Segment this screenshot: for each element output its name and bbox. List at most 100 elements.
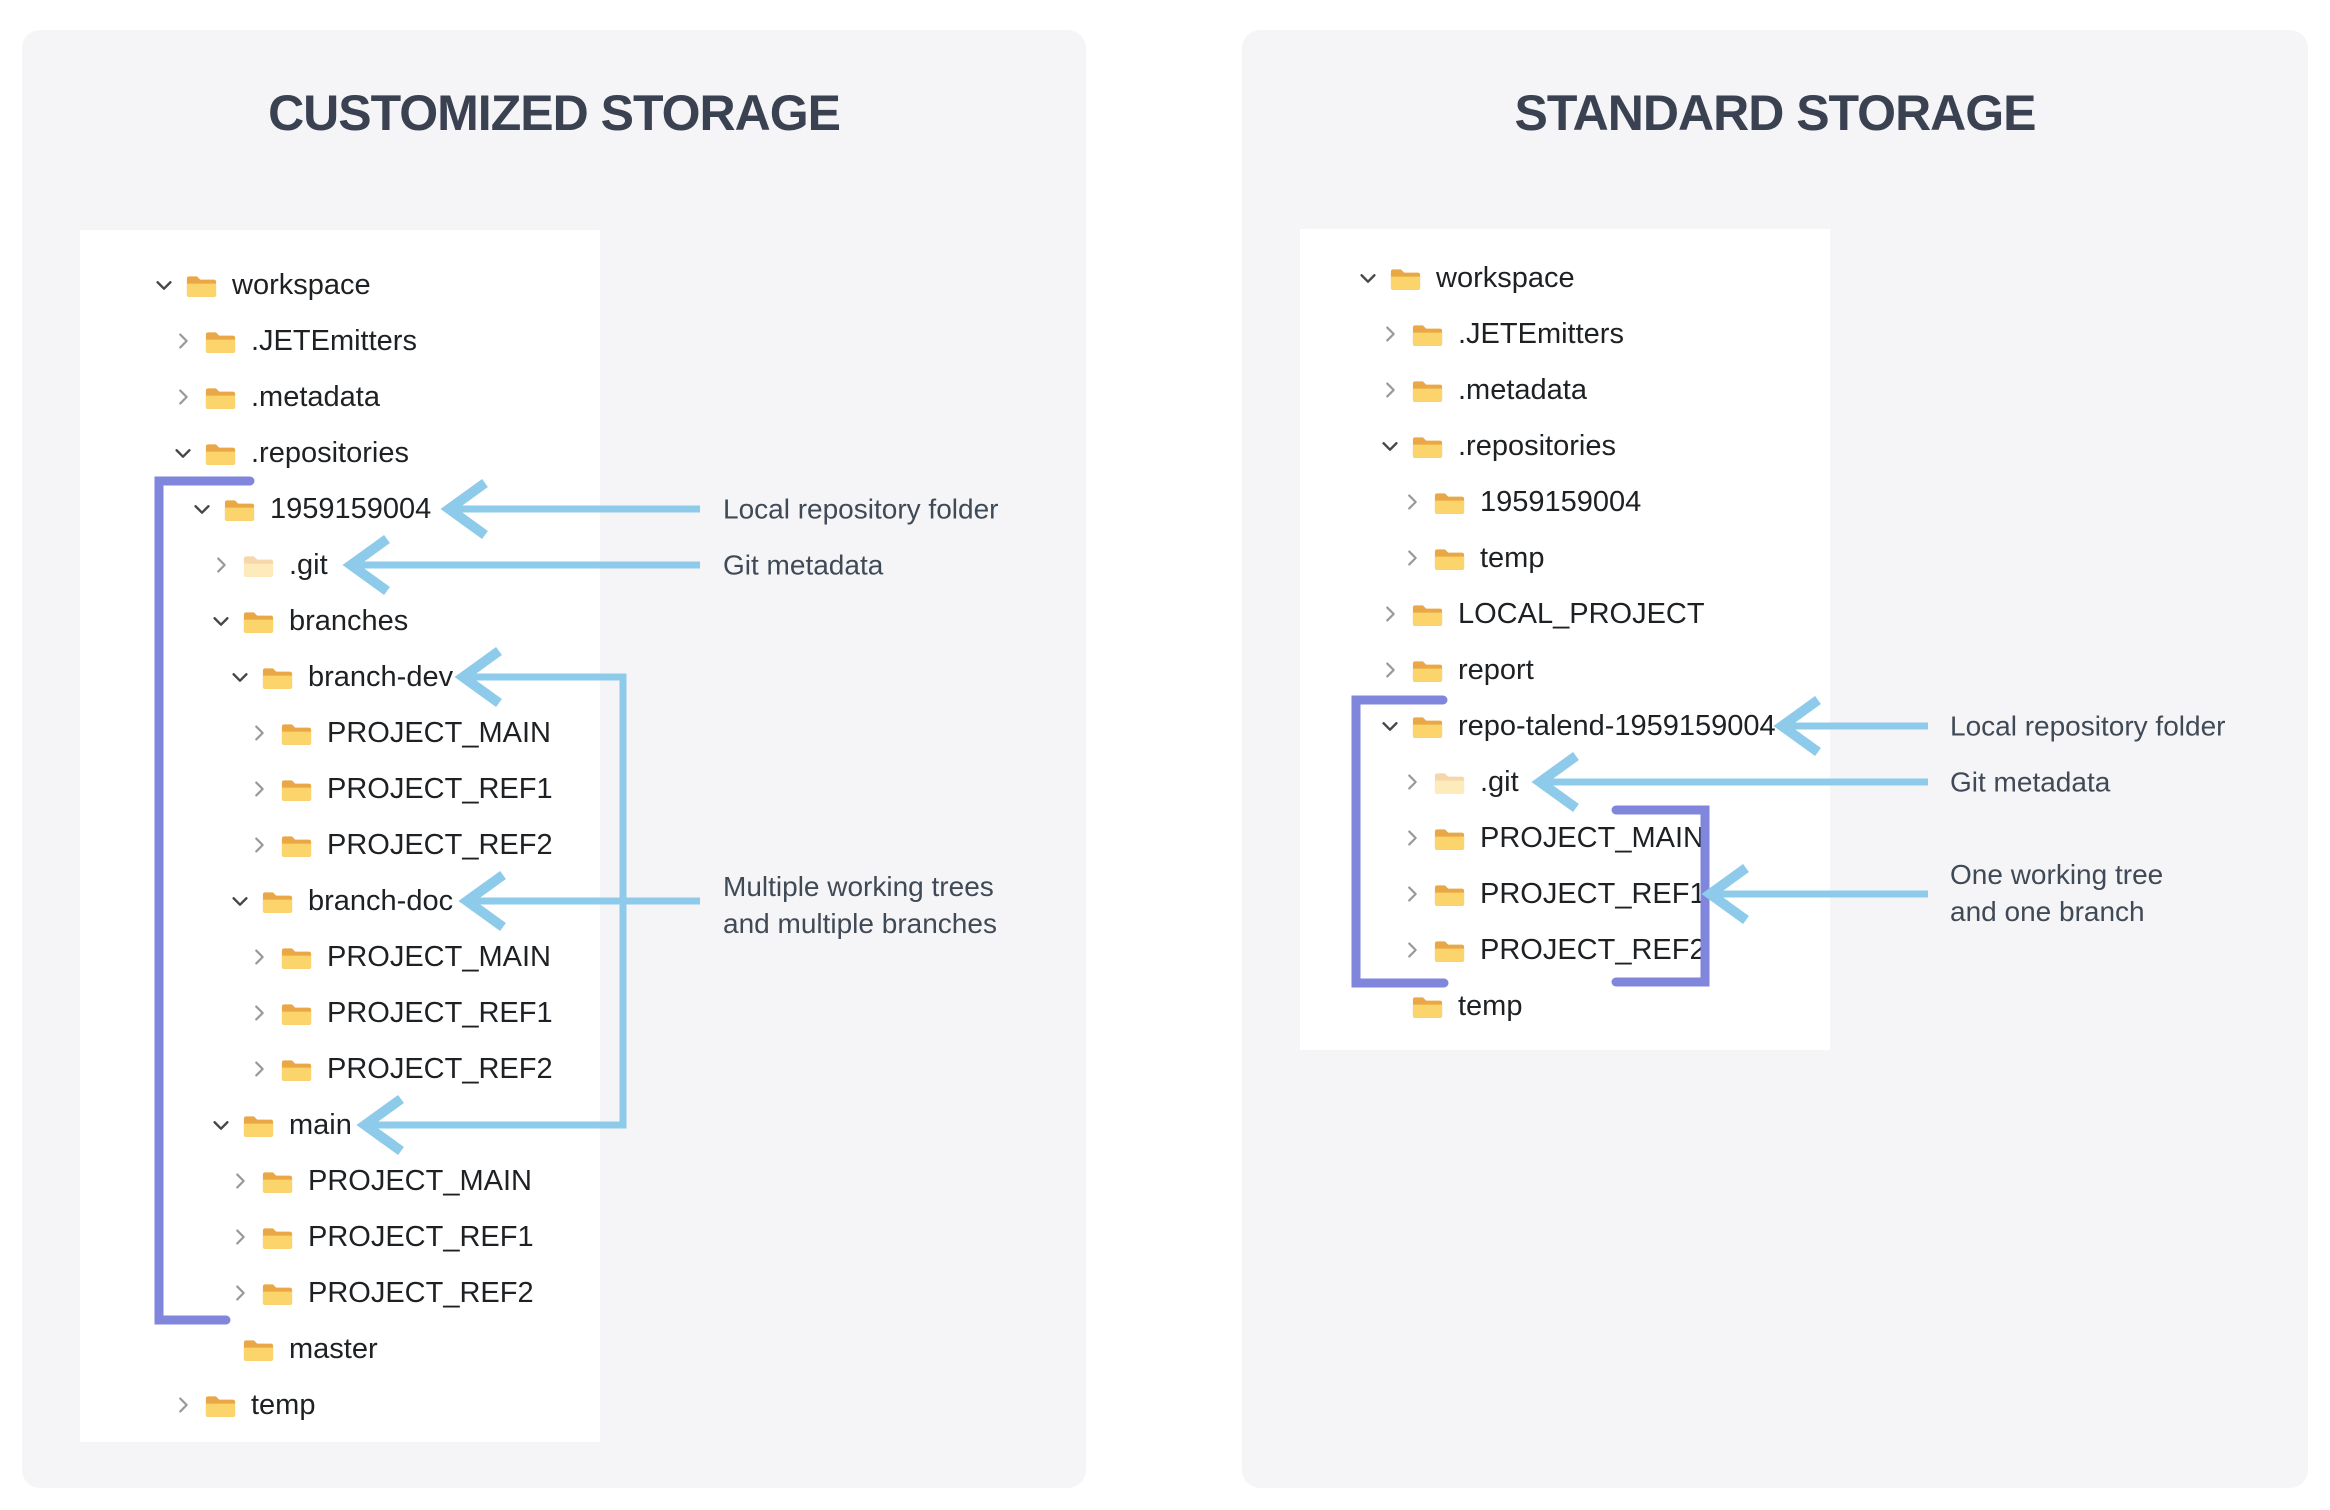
tree-row--repositories[interactable]: .repositories [80, 425, 600, 481]
chevron-right-icon[interactable] [1378, 602, 1402, 626]
tree-row--git[interactable]: .git [80, 537, 600, 593]
chevron-down-icon[interactable] [209, 609, 233, 633]
tree-row-project-main[interactable]: PROJECT_MAIN [80, 705, 600, 761]
chevron-right-icon[interactable] [1378, 658, 1402, 682]
chevron-down-icon[interactable] [228, 665, 252, 689]
tree-row-project-ref1[interactable]: PROJECT_REF1 [80, 761, 600, 817]
chevron-right-icon[interactable] [247, 721, 271, 745]
tree-row--repositories[interactable]: .repositories [1300, 418, 1830, 474]
tree-row-project-ref2[interactable]: PROJECT_REF2 [80, 1041, 600, 1097]
tree-row-label: PROJECT_REF2 [308, 1276, 534, 1309]
tree-row-label: workspace [1436, 261, 1575, 294]
tree-row--metadata[interactable]: .metadata [1300, 362, 1830, 418]
chevron-right-icon[interactable] [1400, 546, 1424, 570]
chevron-right-icon[interactable] [1400, 490, 1424, 514]
tree-row-temp[interactable]: temp [80, 1377, 600, 1433]
tree-row-label: PROJECT_MAIN [1480, 821, 1704, 854]
folder-icon [281, 1000, 312, 1027]
tree-row-branch-dev[interactable]: branch-dev [80, 649, 600, 705]
chevron-right-icon[interactable] [228, 1281, 252, 1305]
tree-row-1959159004[interactable]: 1959159004 [80, 481, 600, 537]
tree-row-label: PROJECT_REF2 [327, 1052, 553, 1085]
folder-icon [205, 440, 236, 467]
chevron-right-icon[interactable] [1378, 378, 1402, 402]
tree-row-project-ref2[interactable]: PROJECT_REF2 [1300, 922, 1830, 978]
folder-icon [281, 944, 312, 971]
chevron-down-icon[interactable] [190, 497, 214, 521]
folder-icon [281, 720, 312, 747]
annotation-git-metadata-left: Git metadata [723, 549, 884, 581]
tree-row-repo-talend-1959159004[interactable]: repo-talend-1959159004 [1300, 698, 1830, 754]
chevron-right-icon[interactable] [1378, 322, 1402, 346]
tree-row-temp[interactable]: temp [1300, 978, 1830, 1034]
tree-row-project-ref1[interactable]: PROJECT_REF1 [80, 985, 600, 1041]
chevron-right-icon[interactable] [247, 777, 271, 801]
tree-row--jetemitters[interactable]: .JETEmitters [1300, 306, 1830, 362]
tree-row-local-project[interactable]: LOCAL_PROJECT [1300, 586, 1830, 642]
chevron-right-icon[interactable] [1400, 882, 1424, 906]
tree-row--jetemitters[interactable]: .JETEmitters [80, 313, 600, 369]
folder-icon [281, 832, 312, 859]
tree-row-main[interactable]: main [80, 1097, 600, 1153]
folder-icon [1412, 377, 1443, 404]
file-tree-standard: workspace .JETEmitters .metadata .repositor… [1300, 229, 1830, 1050]
tree-row-project-main[interactable]: PROJECT_MAIN [80, 1153, 600, 1209]
tree-row-project-ref1[interactable]: PROJECT_REF1 [80, 1209, 600, 1265]
chevron-right-icon[interactable] [247, 1057, 271, 1081]
chevron-right-icon[interactable] [1400, 826, 1424, 850]
folder-icon [1434, 769, 1465, 796]
customized-storage-title: CUSTOMIZED STORAGE [268, 85, 841, 141]
tree-row-branch-doc[interactable]: branch-doc [80, 873, 600, 929]
folder-icon [1434, 489, 1465, 516]
chevron-down-icon[interactable] [228, 889, 252, 913]
folder-icon [1390, 265, 1421, 292]
chevron-down-icon[interactable] [1356, 266, 1380, 290]
folder-icon [1412, 993, 1443, 1020]
chevron-right-icon[interactable] [247, 1001, 271, 1025]
chevron-right-icon[interactable] [171, 385, 195, 409]
chevron-down-icon[interactable] [152, 273, 176, 297]
chevron-down-icon[interactable] [1378, 714, 1402, 738]
chevron-right-icon[interactable] [1400, 938, 1424, 962]
chevron-down-icon[interactable] [1378, 434, 1402, 458]
tree-row-project-ref1[interactable]: PROJECT_REF1 [1300, 866, 1830, 922]
tree-row-branches[interactable]: branches [80, 593, 600, 649]
annotation-line: Multiple working trees [723, 871, 994, 902]
annotation-git-metadata-right: Git metadata [1950, 766, 2111, 798]
chevron-spacer [209, 1337, 233, 1361]
tree-row-label: .repositories [1458, 429, 1616, 462]
tree-row-1959159004[interactable]: 1959159004 [1300, 474, 1830, 530]
tree-row-report[interactable]: report [1300, 642, 1830, 698]
chevron-down-icon[interactable] [171, 441, 195, 465]
chevron-right-icon[interactable] [228, 1225, 252, 1249]
tree-row-master[interactable]: master [80, 1321, 600, 1377]
tree-row-project-main[interactable]: PROJECT_MAIN [1300, 810, 1830, 866]
chevron-right-icon[interactable] [1400, 770, 1424, 794]
tree-row--metadata[interactable]: .metadata [80, 369, 600, 425]
chevron-right-icon[interactable] [247, 945, 271, 969]
folder-icon [243, 608, 274, 635]
tree-row-project-ref2[interactable]: PROJECT_REF2 [80, 817, 600, 873]
chevron-right-icon[interactable] [171, 1393, 195, 1417]
tree-row-workspace[interactable]: workspace [1300, 250, 1830, 306]
tree-row-project-main[interactable]: PROJECT_MAIN [80, 929, 600, 985]
tree-row-workspace[interactable]: workspace [80, 257, 600, 313]
folder-icon [262, 1168, 293, 1195]
tree-row-label: temp [1480, 541, 1545, 574]
chevron-right-icon[interactable] [209, 553, 233, 577]
annotation-multiple-trees: Multiple working trees and multiple bran… [723, 868, 997, 942]
chevron-right-icon[interactable] [171, 329, 195, 353]
tree-row-label: PROJECT_MAIN [327, 716, 551, 749]
chevron-right-icon[interactable] [228, 1169, 252, 1193]
folder-icon [1412, 657, 1443, 684]
tree-row-label: report [1458, 653, 1534, 686]
chevron-right-icon[interactable] [247, 833, 271, 857]
folder-icon [1434, 881, 1465, 908]
tree-row-label: PROJECT_MAIN [308, 1164, 532, 1197]
tree-row--git[interactable]: .git [1300, 754, 1830, 810]
tree-row-temp[interactable]: temp [1300, 530, 1830, 586]
tree-row-project-ref2[interactable]: PROJECT_REF2 [80, 1265, 600, 1321]
tree-row-label: .JETEmitters [1458, 317, 1624, 350]
chevron-down-icon[interactable] [209, 1113, 233, 1137]
tree-row-label: PROJECT_REF1 [327, 996, 553, 1029]
